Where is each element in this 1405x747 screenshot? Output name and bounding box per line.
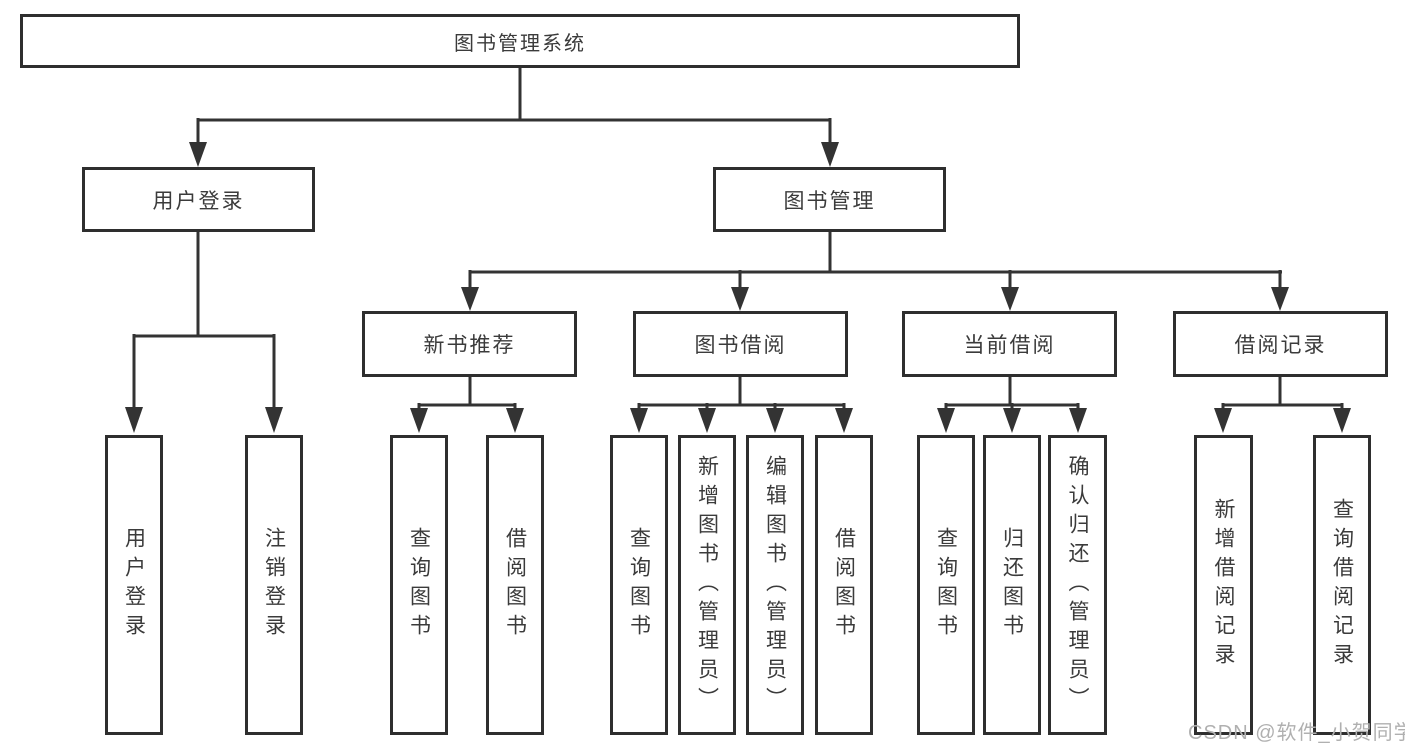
node-current-borrow-label: 当前借阅 (963, 334, 1056, 357)
node-current-borrow: 当前借阅 (902, 311, 1117, 377)
leaf-query-borrow-record: 查询借阅记录 (1313, 435, 1371, 735)
arrow-down-icon (766, 408, 784, 433)
node-book-borrow-label: 图书借阅 (694, 334, 787, 357)
arrow-down-icon (731, 287, 749, 311)
leaf-query-books-current-label: 查询图书 (934, 527, 958, 643)
node-book-borrow: 图书借阅 (633, 311, 848, 377)
leaf-confirm-return-admin: 确认归还（管理员） (1048, 435, 1107, 735)
leaf-logout-label: 注销登录 (262, 527, 286, 643)
node-user-login: 用户登录 (82, 167, 315, 232)
arrow-down-icon (1271, 287, 1289, 311)
leaf-query-books-borrow-label: 查询图书 (627, 527, 651, 643)
node-borrow-record-label: 借阅记录 (1234, 334, 1327, 357)
arrow-down-icon (630, 408, 648, 433)
connector-new-book-recommend-to-leaves (410, 375, 524, 433)
leaf-add-borrow-record: 新增借阅记录 (1194, 435, 1253, 735)
connector-book-management-to-level3 (461, 230, 1289, 311)
arrow-down-icon (506, 408, 524, 433)
node-new-book-recommend-label: 新书推荐 (423, 334, 516, 357)
leaf-add-books-admin: 新增图书（管理员） (678, 435, 736, 735)
arrow-down-icon (461, 287, 479, 311)
leaf-borrow-books-label: 借阅图书 (832, 527, 856, 643)
leaf-borrow-books-recommend: 借阅图书 (486, 435, 544, 735)
node-book-management: 图书管理 (713, 167, 946, 232)
arrow-down-icon (265, 407, 283, 433)
leaf-query-books-recommend-label: 查询图书 (407, 527, 431, 643)
arrow-down-icon (189, 142, 207, 167)
leaf-query-books-borrow: 查询图书 (610, 435, 668, 735)
node-root: 图书管理系统 (20, 14, 1020, 68)
leaf-borrow-books-recommend-label: 借阅图书 (503, 527, 527, 643)
leaf-query-borrow-record-label: 查询借阅记录 (1330, 498, 1354, 672)
arrow-down-icon (1001, 287, 1019, 311)
connector-current-borrow-to-leaves (937, 375, 1087, 433)
arrow-down-icon (125, 407, 143, 433)
node-new-book-recommend: 新书推荐 (362, 311, 577, 377)
leaf-query-books-recommend: 查询图书 (390, 435, 448, 735)
leaf-return-books: 归还图书 (983, 435, 1041, 735)
leaf-edit-books-admin: 编辑图书（管理员） (746, 435, 804, 735)
leaf-confirm-return-admin-label: 确认归还（管理员） (1066, 454, 1089, 716)
leaf-user-login: 用户登录 (105, 435, 163, 735)
node-borrow-record: 借阅记录 (1173, 311, 1388, 377)
node-book-management-label: 图书管理 (783, 189, 876, 213)
leaf-return-books-label: 归还图书 (1000, 527, 1024, 643)
leaf-user-login-label: 用户登录 (122, 527, 146, 643)
arrow-down-icon (835, 408, 853, 433)
arrow-down-icon (1069, 408, 1087, 433)
connector-root-to-level2 (189, 66, 839, 167)
leaf-borrow-books: 借阅图书 (815, 435, 873, 735)
arrow-down-icon (1214, 408, 1232, 433)
arrow-down-icon (410, 408, 428, 433)
csdn-watermark: CSDN @软件_小贺同学 (1188, 722, 1405, 744)
arrow-down-icon (1003, 408, 1021, 433)
connector-user-login-to-leaves (125, 230, 283, 433)
arrow-down-icon (1333, 408, 1351, 433)
leaf-add-borrow-record-label: 新增借阅记录 (1212, 498, 1235, 672)
leaf-logout: 注销登录 (245, 435, 303, 735)
leaf-query-books-current: 查询图书 (917, 435, 975, 735)
arrow-down-icon (821, 142, 839, 167)
leaf-add-books-admin-label: 新增图书（管理员） (695, 454, 719, 716)
leaf-edit-books-admin-label: 编辑图书（管理员） (763, 454, 787, 716)
connector-book-borrow-to-leaves (630, 375, 853, 433)
arrow-down-icon (937, 408, 955, 433)
node-user-login-label: 用户登录 (152, 189, 245, 213)
connector-borrow-record-to-leaves (1214, 375, 1351, 433)
arrow-down-icon (698, 408, 716, 433)
node-root-label: 图书管理系统 (454, 32, 586, 55)
